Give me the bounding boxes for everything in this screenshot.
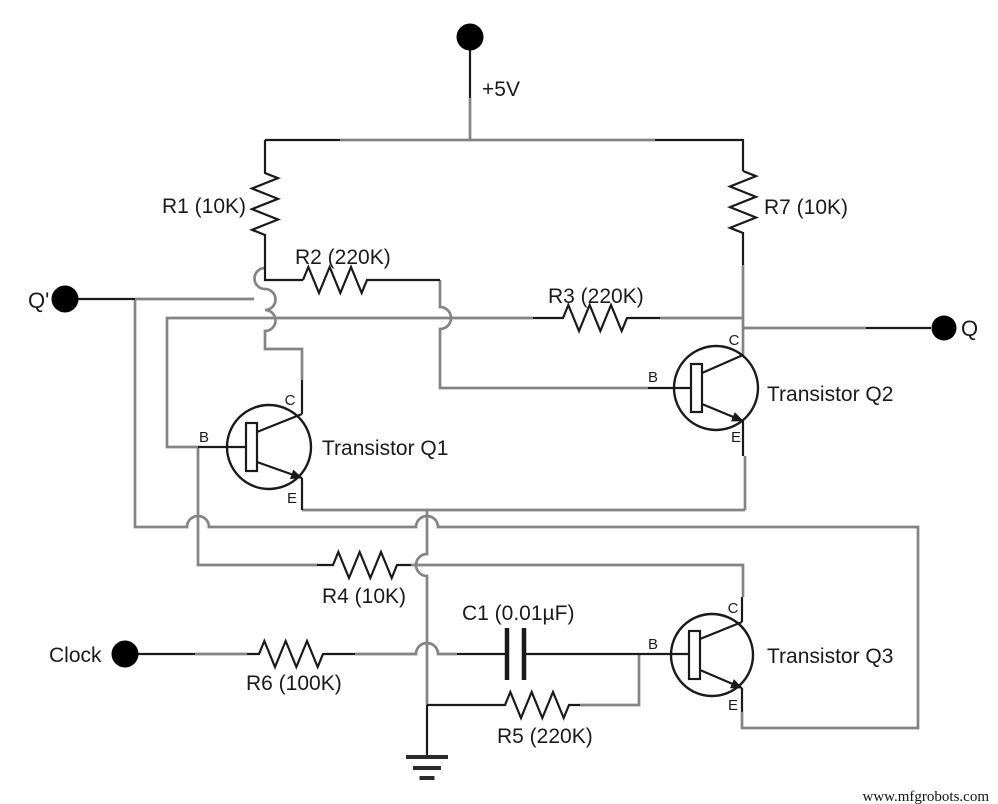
terminals — [51, 23, 957, 668]
wire-r3-to-q1-base — [165, 316, 533, 449]
wire-ground-vertical — [414, 510, 429, 705]
q1-pin-b: B — [199, 429, 209, 446]
q1-base-bar — [244, 421, 259, 473]
c1-label: C1 (0.01µF) — [462, 602, 574, 625]
q2-collector-lead — [701, 353, 744, 375]
r2-label: R2 (220K) — [295, 246, 391, 269]
resistor-r3 — [533, 302, 660, 334]
terminal-qbar-dot — [51, 285, 79, 313]
transistor-q3-symbol — [660, 597, 755, 712]
vcc-label: +5V — [482, 78, 520, 101]
r7-label: R7 (10K) — [764, 196, 848, 219]
q3-pin-c: C — [728, 600, 739, 617]
resistor-r2 — [301, 264, 408, 296]
wire-clock-run2 — [355, 641, 457, 656]
wire-qbar-loop — [133, 299, 920, 730]
q3-emitter-lead — [699, 668, 743, 690]
q3-pin-b: B — [648, 636, 658, 653]
terminal-q-dot — [931, 315, 957, 341]
wire-bus-right — [655, 138, 745, 171]
wire-r5-riser — [580, 654, 641, 707]
q1-pin-c: C — [285, 392, 296, 409]
r3-label: R3 (220K) — [548, 285, 644, 308]
labels: +5V Q' Q Clock R1 (10K) R2 (220K) R3 (22… — [28, 78, 989, 804]
q2-name-label: Transistor Q2 — [767, 383, 893, 406]
terminal-clock-dot — [111, 640, 139, 668]
q2-emitter-lead — [701, 402, 744, 423]
q3-collector-lead — [699, 620, 743, 641]
q3-name-label: Transistor Q3 — [767, 645, 893, 668]
q1-collector-lead — [256, 412, 303, 434]
watermark: www.mfgrobots.com — [862, 789, 989, 804]
ground-symbol — [406, 755, 448, 780]
q2-pin-c: C — [729, 332, 740, 349]
q3-base-bar — [687, 629, 702, 681]
transistor-q2-symbol — [648, 344, 760, 456]
r5-label: R5 (220K) — [497, 725, 593, 748]
r1-label: R1 (10K) — [162, 195, 246, 218]
capacitor-c1 — [504, 628, 527, 680]
resistor-r5 — [427, 689, 580, 721]
r6-label: R6 (100K) — [246, 672, 342, 695]
r4-label: R4 (10K) — [322, 585, 406, 608]
terminal-vcc-dot — [456, 23, 484, 51]
wire-q1base-to-r4 — [196, 447, 317, 567]
transistors — [198, 344, 760, 712]
resistor-r6 — [247, 638, 355, 670]
resistor-r7 — [727, 169, 759, 265]
q2-pin-e: E — [731, 429, 741, 446]
wires-black — [78, 50, 931, 757]
wire-r4-to-q3-collector — [411, 563, 745, 597]
q3-pin-e: E — [728, 697, 738, 714]
q1-name-label: Transistor Q1 — [322, 437, 448, 460]
q-label: Q — [961, 316, 978, 341]
resistor-r1 — [249, 140, 303, 282]
q1-pin-e: E — [287, 490, 297, 507]
qbar-label: Q' — [28, 288, 49, 313]
q1-emitter-lead — [256, 460, 303, 480]
q2-pin-b: B — [648, 369, 658, 386]
q2-base-bar — [689, 362, 704, 414]
wires-gray — [133, 98, 920, 730]
clock-label: Clock — [49, 644, 102, 667]
wire-r1-to-q1-collector — [253, 266, 304, 380]
transistor-q1-symbol — [198, 380, 313, 510]
resistor-r4 — [317, 549, 411, 581]
